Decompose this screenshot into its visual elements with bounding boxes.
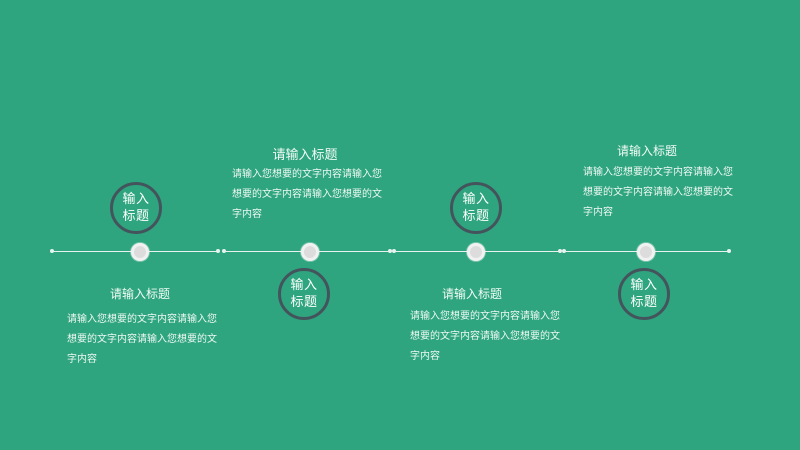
- item-2-title: 请输入标题: [272, 148, 338, 163]
- ring-2: 输入标题: [278, 268, 330, 320]
- timeline-node-2: [301, 243, 319, 261]
- item-2-body: 请输入您想要的文字内容请输入您想要的文字内容请输入您想要的文字内容: [232, 169, 382, 220]
- timeline-node-3: [467, 243, 485, 261]
- segment-3-end-dot: [558, 249, 562, 253]
- ring-3-label: 输入标题: [462, 192, 490, 224]
- item-3-title: 请输入标题: [441, 287, 502, 301]
- segment-2-end-dot: [388, 249, 392, 253]
- item-1-title: 请输入标题: [109, 287, 170, 301]
- ring-2-label: 输入标题: [290, 278, 318, 310]
- segment-4-end-dot: [727, 249, 731, 253]
- item-4-title: 请输入标题: [616, 144, 677, 158]
- ring-4-label: 输入标题: [630, 278, 658, 310]
- timeline-node-1: [131, 243, 149, 261]
- item-1-body: 请输入您想要的文字内容请输入您想要的文字内容请输入您想要的文字内容: [67, 314, 217, 365]
- item-4-body: 请输入您想要的文字内容请输入您想要的文字内容请输入您想要的文字内容: [583, 167, 733, 218]
- ring-1: 输入标题: [110, 182, 162, 234]
- timeline-node-4: [637, 243, 655, 261]
- ring-1-label: 输入标题: [122, 192, 150, 224]
- ring-3: 输入标题: [450, 182, 502, 234]
- segment-1-end-dot: [216, 249, 220, 253]
- ring-4: 输入标题: [618, 268, 670, 320]
- item-3-body: 请输入您想要的文字内容请输入您想要的文字内容请输入您想要的文字内容: [410, 311, 560, 362]
